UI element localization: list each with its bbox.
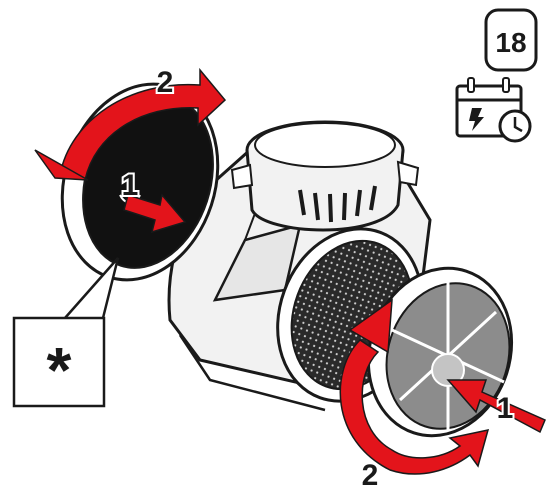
outlet-collar bbox=[232, 122, 418, 230]
step-number: 18 bbox=[495, 27, 526, 58]
calendar-clock-icon bbox=[457, 78, 530, 141]
step-number-badge: 18 bbox=[486, 10, 536, 70]
note-symbol: * bbox=[47, 334, 72, 406]
asterisk-note-icon: * bbox=[14, 258, 118, 406]
push-label-right: 1 bbox=[497, 392, 514, 425]
rotate-label-right: 2 bbox=[362, 459, 379, 492]
rotate-label-left: 2 bbox=[157, 66, 174, 99]
push-label-left: 1 bbox=[122, 169, 139, 202]
